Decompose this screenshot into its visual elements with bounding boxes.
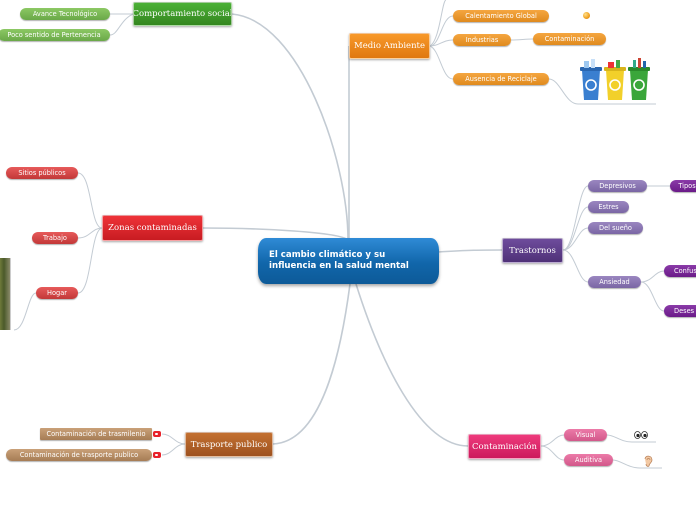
- topic-trastornos[interactable]: Trastornos: [502, 238, 563, 263]
- topic-trasporte-publico[interactable]: Trasporte publico: [185, 432, 273, 457]
- central-topic[interactable]: El cambio climático y su influencia en l…: [258, 238, 439, 284]
- subtopic-industrias[interactable]: Industrias: [453, 34, 511, 46]
- subtopic-del-sueno[interactable]: Del sueño: [588, 222, 643, 234]
- subtopic-hogar[interactable]: Hogar: [36, 287, 78, 299]
- topic-zonas-contaminadas[interactable]: Zonas contaminadas: [102, 215, 203, 241]
- red-note-icon[interactable]: [153, 452, 161, 458]
- subtopic-depresivos[interactable]: Depresivos: [588, 180, 647, 192]
- subtopic-poco-sentido-pertenencia[interactable]: Poco sentido de Pertenencia: [0, 29, 110, 41]
- subtopic-desesperacion[interactable]: Deses: [664, 305, 696, 317]
- ear-icon: [643, 455, 653, 467]
- subtopic-ausencia-reciclaje[interactable]: Ausencia de Reciclaje: [453, 73, 549, 85]
- globe-icon: [583, 12, 590, 19]
- eyes-icon: [634, 431, 648, 439]
- topic-contaminacion[interactable]: Contaminación: [468, 434, 541, 459]
- subtopic-ansiedad[interactable]: Ansiedad: [588, 276, 641, 288]
- subtopic-avance-tecnologico[interactable]: Avance Tecnológico: [20, 8, 110, 20]
- subtopic-calentamiento-global[interactable]: Calentamiento Global: [453, 10, 549, 22]
- subtopic-auditiva[interactable]: Auditiva: [564, 454, 613, 466]
- subtopic-industrias-contaminacion[interactable]: Contaminación: [533, 33, 606, 45]
- topic-comportamiento-social[interactable]: Comportamiento social: [133, 2, 232, 26]
- subtopic-confusion[interactable]: Confus: [664, 265, 696, 277]
- subtopic-trabajo[interactable]: Trabajo: [32, 232, 78, 244]
- recycle-bins-icon: [578, 58, 652, 102]
- subtopic-visual[interactable]: Visual: [564, 429, 607, 441]
- subtopic-tipos[interactable]: Tipos: [670, 180, 696, 192]
- subtopic-estres[interactable]: Estres: [588, 201, 629, 213]
- central-title-line2: influencia en la salud mental: [269, 261, 439, 272]
- subtopic-contaminacion-trasporte-publico[interactable]: Contaminación de trasporte publico: [6, 449, 152, 461]
- subtopic-sitios-publicos[interactable]: Sitios públicos: [6, 167, 78, 179]
- red-note-icon[interactable]: [153, 431, 161, 437]
- subtopic-contaminacion-trasmilenio[interactable]: Contaminación de trasmilenio: [40, 428, 152, 440]
- topic-medio-ambiente[interactable]: Medio Ambiente: [349, 33, 430, 59]
- photo-thumbnail: [0, 258, 11, 330]
- central-title-line1: El cambio climático y su: [269, 250, 439, 261]
